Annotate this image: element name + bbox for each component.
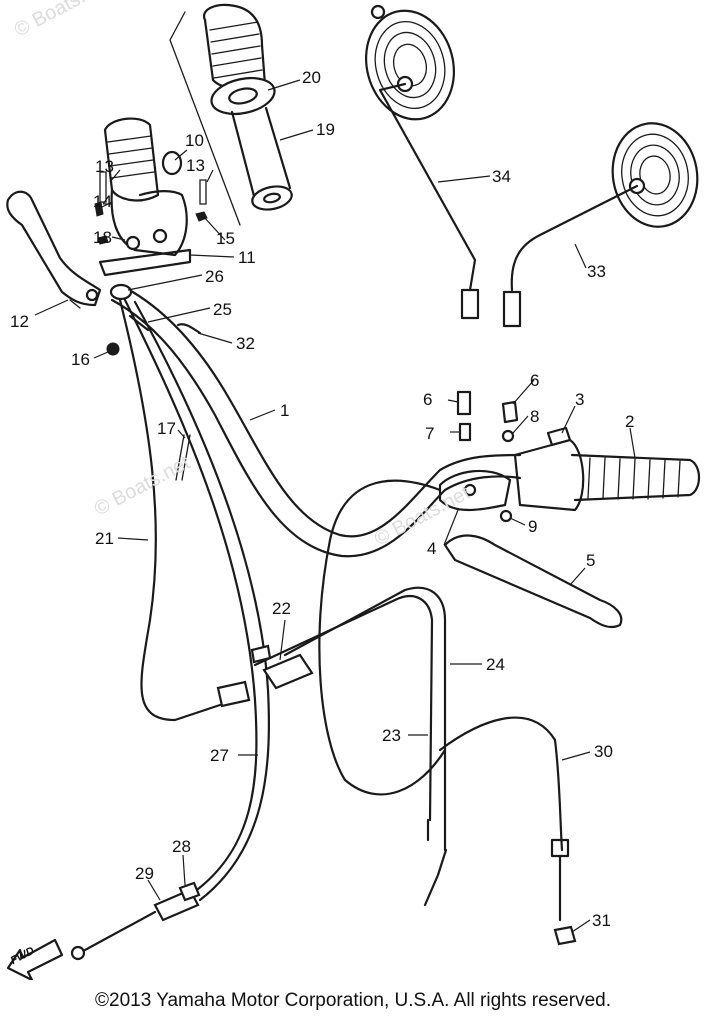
cables [70, 298, 577, 961]
callout-12: 12 [10, 312, 29, 331]
callout-2: 2 [625, 412, 635, 431]
callout-14: 14 [93, 192, 112, 211]
callout-10: 10 [185, 131, 204, 150]
callout-5: 5 [586, 551, 596, 570]
callout-15: 15 [216, 229, 235, 248]
callout-18: 18 [93, 228, 112, 247]
callout-8: 8 [530, 407, 540, 426]
callout-3: 3 [575, 390, 585, 409]
copyright-notice: ©2013 Yamaha Motor Corporation, U.S.A. A… [95, 990, 611, 1011]
left-mirror [364, 4, 480, 320]
callout-22: 22 [272, 599, 291, 618]
callout-20: 20 [302, 68, 321, 87]
callout-19: 19 [316, 120, 335, 139]
callout-7: 7 [425, 424, 435, 443]
callout-6: 6 [423, 390, 433, 409]
right-grip-lever-assembly [438, 390, 701, 629]
callout-32: 32 [236, 334, 255, 353]
spare-grip-assembly [169, 3, 293, 226]
callout-16: 16 [71, 350, 90, 369]
callout-13: 13 [95, 157, 114, 176]
callout-4: 4 [427, 539, 437, 558]
callout-21: 21 [95, 529, 114, 548]
right-mirror [502, 122, 699, 328]
left-lever [6, 190, 102, 309]
callout-17: 17 [157, 419, 176, 438]
nut-16 [106, 342, 120, 356]
band-32 [176, 323, 202, 335]
leader-lines [34, 79, 636, 933]
callout-25: 25 [213, 300, 232, 319]
callout-9: 9 [528, 517, 538, 536]
callout-29: 29 [135, 864, 154, 883]
callout-31: 31 [592, 911, 611, 930]
callout-24: 24 [486, 655, 505, 674]
callout-28: 28 [172, 837, 191, 856]
callout-1: 1 [280, 401, 290, 420]
handlebar [110, 283, 522, 558]
callout-27: 27 [210, 746, 229, 765]
callout-6: 6 [530, 371, 540, 390]
callout-34: 34 [492, 167, 511, 186]
callout-13: 13 [186, 156, 205, 175]
callout-33: 33 [587, 262, 606, 281]
callout-11: 11 [238, 248, 256, 267]
callout-30: 30 [594, 742, 613, 761]
left-grip-throttle-assembly [94, 117, 208, 301]
callout-23: 23 [382, 726, 401, 745]
fwd-arrow-icon [6, 938, 64, 980]
handlebar-parts-diagram [6, 3, 701, 980]
callout-26: 26 [205, 267, 224, 286]
